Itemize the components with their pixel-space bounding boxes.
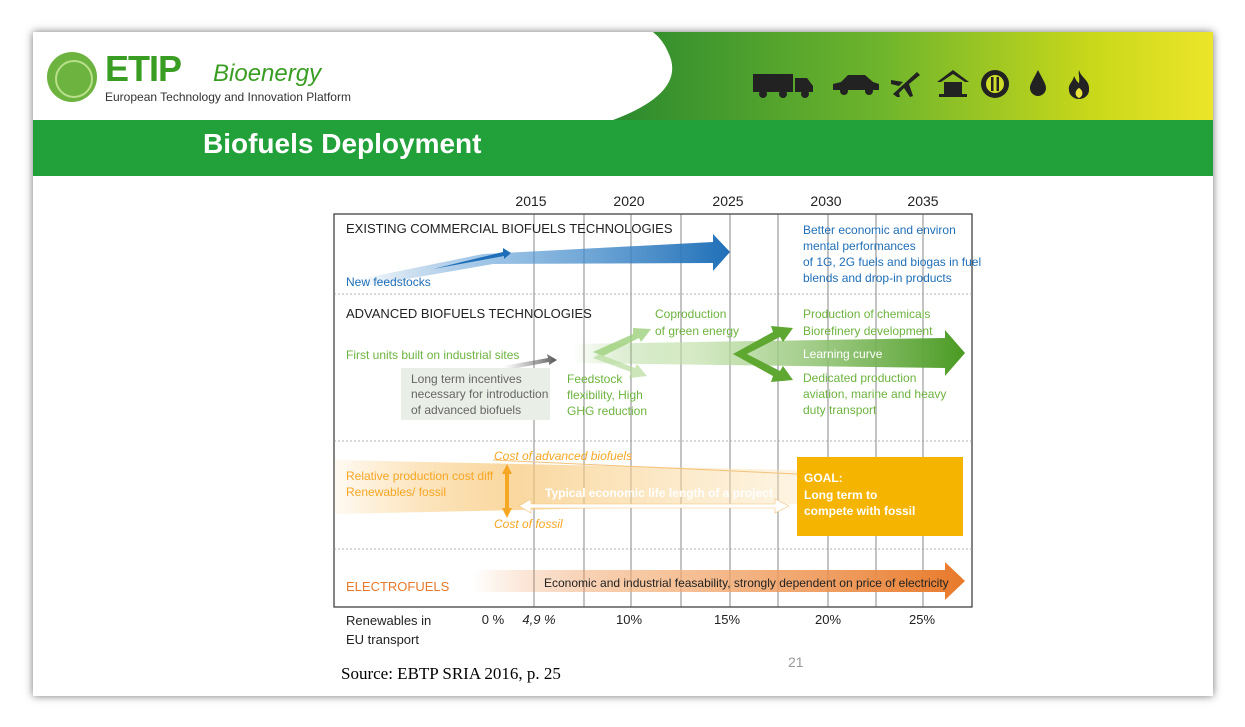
life-length-double-arrow — [518, 498, 790, 514]
year-label: 2035 — [907, 193, 938, 209]
dedicated-line: duty transport — [803, 403, 877, 417]
incentives-line: Long term incentives — [411, 372, 522, 386]
coproduction-line: Coproduction — [655, 307, 726, 321]
relative-cost-line: Renewables/ fossil — [346, 485, 446, 499]
learning-curve-arrow — [573, 330, 965, 376]
dedicated-branch-arrow — [733, 351, 793, 382]
goal-line: Long term to — [804, 488, 877, 502]
flame-icon — [1068, 70, 1090, 99]
electrofuels-label: ELECTROFUELS — [346, 579, 450, 594]
new-feedstocks-arrow — [433, 248, 511, 269]
renewables-value: 25% — [909, 612, 935, 627]
house-icon — [937, 70, 969, 97]
relative-cost-line: Relative production cost diff — [346, 469, 494, 483]
chemicals-line: Production of chemicals — [803, 307, 930, 321]
logo: ETIP Bioenergy European Technology and I… — [47, 48, 357, 108]
chemicals-line: Biorefinery development — [803, 324, 933, 338]
car-icon — [833, 75, 879, 95]
slide: ETIP Bioenergy European Technology and I… — [33, 32, 1213, 696]
source-citation: Source: EBTP SRIA 2016, p. 25 — [341, 664, 561, 683]
year-label: 2030 — [810, 193, 841, 209]
logo-emblem-icon — [47, 52, 97, 102]
new-feedstocks-label: New feedstocks — [346, 275, 431, 289]
incentives-line: necessary for introduction — [411, 387, 548, 401]
dedicated-line: aviation, marine and heavy — [803, 387, 946, 401]
page-number: 21 — [788, 654, 804, 670]
goal-box — [797, 457, 963, 536]
title-band — [33, 120, 1213, 176]
goal-line: compete with fossil — [804, 504, 915, 518]
year-label: 2020 — [613, 193, 644, 209]
better-performance-line: of 1G, 2G fuels and biogas in fuel — [803, 255, 981, 269]
incentive-grey-arrow — [503, 354, 557, 370]
feedstock-arrow — [593, 354, 647, 378]
cost-diff-double-arrow — [502, 464, 512, 518]
incentives-line: of advanced biofuels — [411, 403, 521, 417]
dedicated-line: Dedicated production — [803, 371, 916, 385]
truck-icon — [753, 74, 813, 98]
goal-line: GOAL: — [804, 471, 843, 485]
renewables-value: 20% — [815, 612, 841, 627]
cost-gap-band — [334, 460, 797, 514]
electrofuels-arrow — [473, 562, 965, 600]
renewables-value: 4,9 % — [522, 612, 555, 627]
feedstock-line: GHG reduction — [567, 404, 647, 418]
coproduction-line: of green energy — [655, 324, 739, 338]
deployment-diagram: 2015 2020 2025 2030 2035 EXISTING COMMER… — [333, 193, 981, 647]
incentives-box — [401, 368, 550, 420]
cost-fossil-label: Cost of fossil — [494, 517, 563, 531]
logo-subtitle: European Technology and Innovation Platf… — [105, 90, 351, 104]
better-performance-line: blends and drop-in products — [803, 271, 952, 285]
learning-curve-label: Learning curve — [803, 347, 883, 361]
feedstock-line: flexibility, High — [567, 388, 643, 402]
renewables-value: 15% — [714, 612, 740, 627]
existing-heading: EXISTING COMMERCIAL BIOFUELS TECHNOLOGIE… — [346, 221, 673, 236]
year-label: 2025 — [712, 193, 743, 209]
plane-icon — [891, 72, 920, 97]
first-units-label: First units built on industrial sites — [346, 348, 519, 362]
diagram-frame — [333, 213, 973, 608]
renewables-label-line: Renewables in — [346, 613, 431, 628]
plug-icon — [981, 70, 1009, 98]
advanced-heading: ADVANCED BIOFUELS TECHNOLOGIES — [346, 306, 592, 321]
renewables-value: 10% — [616, 612, 642, 627]
better-performance-line: mental performances — [803, 239, 916, 253]
better-performance-line: Better economic and environ — [803, 223, 956, 237]
drop-icon — [1030, 70, 1046, 96]
year-label: 2015 — [515, 193, 546, 209]
feedstock-line: Feedstock — [567, 372, 623, 386]
logo-bioenergy: Bioenergy — [213, 60, 322, 87]
page-title: Biofuels Deployment — [203, 128, 482, 159]
logo-etip: ETIP — [105, 48, 182, 89]
existing-blue-arrow — [355, 234, 730, 288]
renewables-label-line: EU transport — [346, 632, 419, 647]
biorefinery-branch-arrow — [733, 326, 793, 357]
life-length-label: Typical economic life length of a projec… — [545, 486, 773, 500]
cost-advanced-line — [492, 459, 798, 475]
coproduction-arrow — [593, 328, 651, 356]
cost-advanced-label: Cost of advanced biofuels — [494, 449, 632, 463]
electrofuels-text: Economic and industrial feasability, str… — [544, 576, 949, 590]
renewables-value: 0 % — [482, 612, 505, 627]
